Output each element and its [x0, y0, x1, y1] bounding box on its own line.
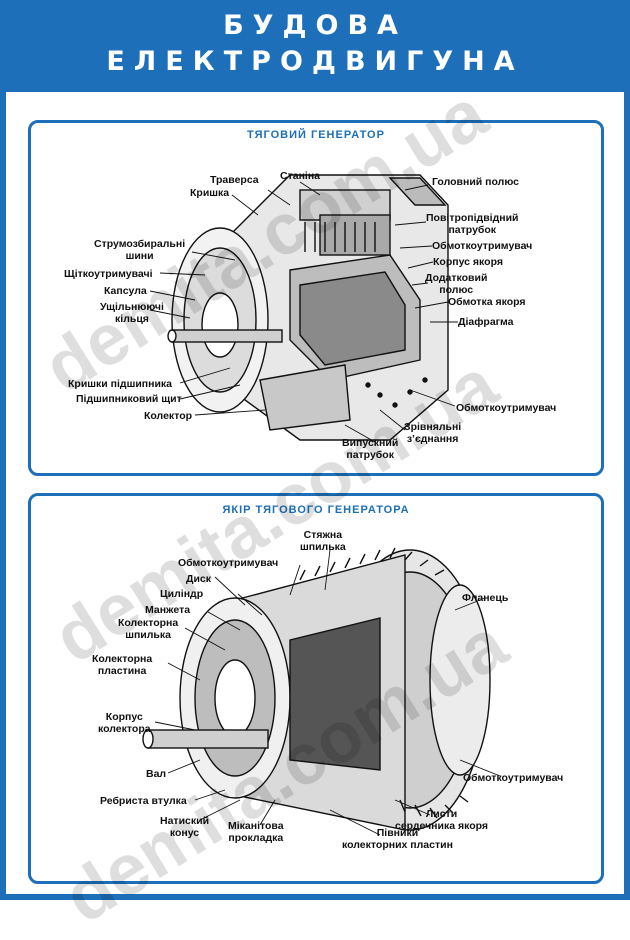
label-coil-holder-top: Обмоткоутримувач	[178, 557, 279, 569]
label-bus-bars: Струмозбиральні шини	[94, 238, 186, 262]
label-auxiliary-pole: Додатковий полюс	[425, 272, 488, 296]
generator-illustration	[167, 174, 449, 441]
label-coil-holder-bottom: Обмоткоутримувач	[463, 772, 564, 784]
label-main-pole: Головний полюс	[432, 176, 519, 188]
label-cylinder: Циліндр	[160, 588, 204, 600]
label-cuff: Манжета	[145, 604, 191, 616]
label-equalizer-connections: Зрівняльні з’єднання	[404, 421, 462, 445]
panel-title: ТЯГОВИЙ ГЕНЕРАТОР	[247, 129, 385, 141]
page-title-line-1: БУДОВА	[223, 10, 407, 41]
label-tie-rod: Стяжна шпилька	[300, 529, 346, 553]
armature-illustration	[142, 547, 491, 831]
header-bar: БУДОВА ЕЛЕКТРОДВИГУНА	[0, 0, 630, 92]
label-coil-holder-1: Обмоткоутримувач	[432, 240, 533, 252]
armature-leader-lines	[154, 549, 501, 836]
label-seal-rings: Ущільнюючі кільця	[100, 301, 164, 325]
label-capsule: Капсула	[104, 285, 147, 297]
label-flange: Фланець	[462, 592, 509, 604]
label-exhaust-outlet: Випускний патрубок	[342, 437, 399, 461]
label-armature-body: Корпус якоря	[433, 256, 503, 268]
label-commutator-housing: Корпус колектора	[98, 711, 151, 735]
panel-title: ЯКІР ТЯГОВОГО ГЕНЕРАТОРА	[222, 504, 410, 516]
page-title-line-2: ЕЛЕКТРОДВИГУНА	[106, 46, 524, 77]
label-disc: Диск	[186, 573, 212, 585]
label-coil-holder-2: Обмоткоутримувач	[456, 402, 557, 414]
label-cover: Кришка	[190, 187, 230, 199]
label-brush-holders: Щіткоутримувачі	[64, 268, 153, 280]
label-pressure-cone: Натиский конус	[160, 815, 210, 839]
label-micanite-gasket: Міканітова прокладка	[228, 820, 284, 844]
label-diaphragm: Діафрагма	[458, 316, 514, 328]
label-stator-frame: Станіна	[280, 170, 321, 182]
label-traverse: Траверса	[210, 174, 259, 186]
illustration-layer	[142, 174, 501, 836]
label-bearing-shield: Підшипниковий щит	[76, 393, 182, 405]
label-commutator: Колектор	[144, 410, 193, 422]
label-shaft: Вал	[146, 768, 167, 780]
label-ribbed-sleeve: Ребриста втулка	[100, 795, 187, 807]
label-commutator-risers: Півники колекторних пластин	[342, 827, 453, 851]
label-bearing-covers: Кришки підшипника	[68, 378, 173, 390]
generator-leader-lines	[149, 181, 458, 443]
label-commutator-segment: Колекторна пластина	[92, 653, 153, 677]
label-armature-core-laminations: Листи сердечника якоря	[395, 808, 489, 832]
label-air-inlet: Повітропідвідний патрубок	[426, 212, 519, 236]
label-armature-winding: Обмотка якоря	[448, 296, 526, 308]
label-commutator-stud: Колекторна шпилька	[118, 617, 179, 641]
